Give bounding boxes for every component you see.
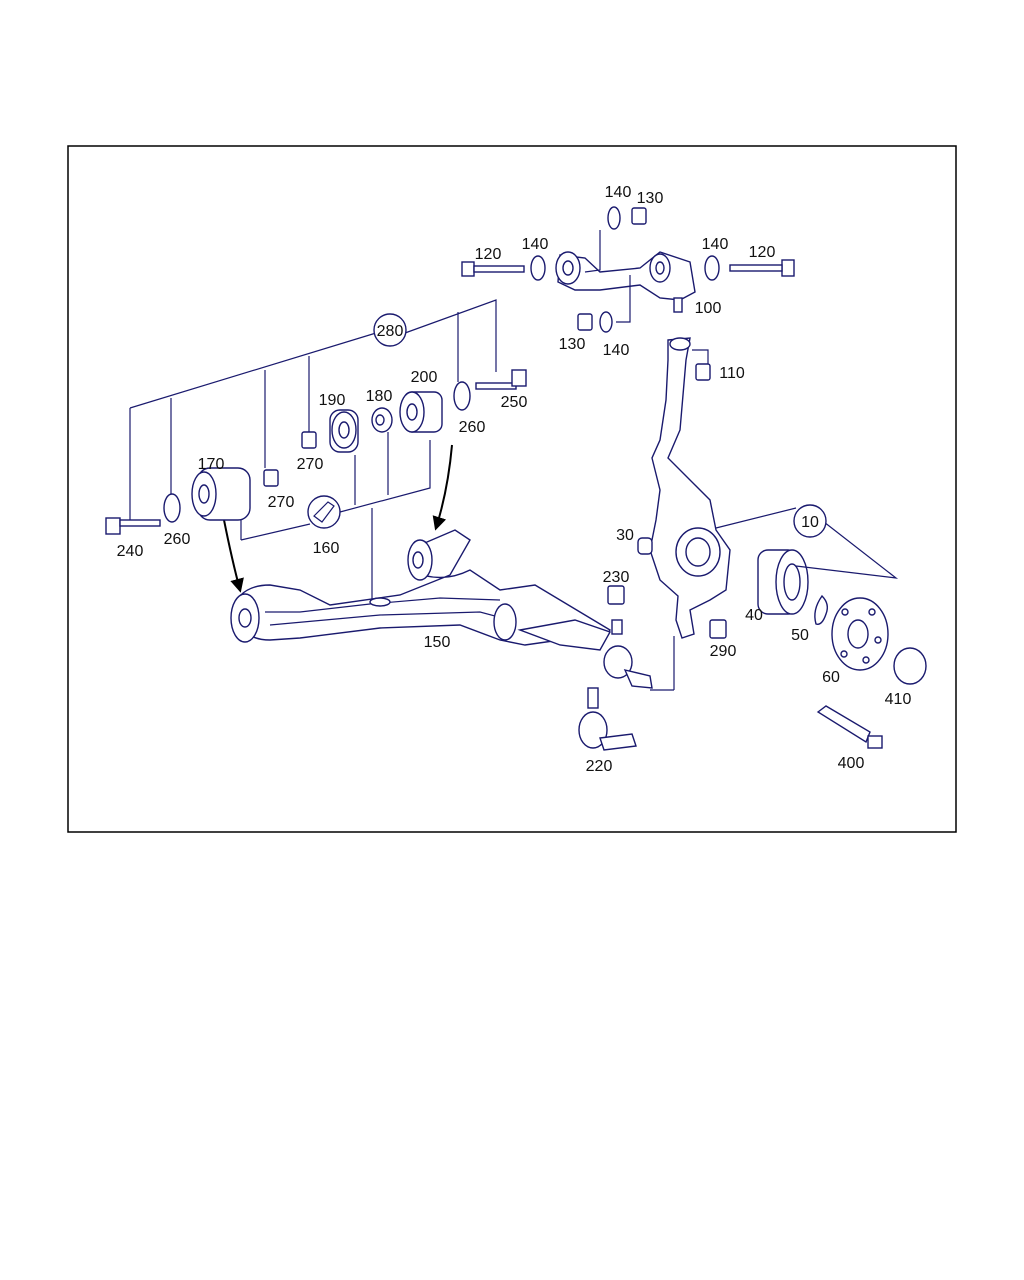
label-140-a: 140 <box>605 184 632 201</box>
washer-260-right <box>453 381 471 411</box>
kit-10-leaders <box>715 507 899 579</box>
bolt-120-right <box>729 259 795 277</box>
washer-260-left <box>163 493 181 523</box>
label-260-left: 260 <box>164 531 191 548</box>
label-140-d: 140 <box>603 342 630 359</box>
arrow-to-front-bushing <box>432 444 453 531</box>
label-240: 240 <box>117 543 144 560</box>
nut-290 <box>709 619 727 639</box>
wheel-hub-60 <box>831 597 889 671</box>
bolt-240 <box>105 517 161 535</box>
nut-270-left <box>263 469 279 487</box>
label-170: 170 <box>198 456 225 473</box>
nut-130-top <box>631 207 647 225</box>
label-140-b: 140 <box>522 236 549 253</box>
steering-knuckle <box>649 337 731 691</box>
label-270-upper: 270 <box>297 456 324 473</box>
nut-270-right <box>301 431 317 449</box>
label-180: 180 <box>366 388 393 405</box>
arrow-to-rear-bushing <box>223 519 244 593</box>
label-400: 400 <box>838 755 865 772</box>
label-130-a: 130 <box>637 190 664 207</box>
sleeve-180 <box>371 407 393 433</box>
bushing-170 <box>191 467 251 521</box>
bushing-200 <box>399 391 443 433</box>
label-250: 250 <box>501 394 528 411</box>
kit-280-leaders <box>129 299 497 520</box>
label-30: 30 <box>616 527 634 544</box>
label-220: 220 <box>586 758 613 775</box>
label-130-b: 130 <box>559 336 586 353</box>
label-150: 150 <box>424 634 451 651</box>
label-230: 230 <box>603 569 630 586</box>
nut-130-bottom <box>577 313 593 331</box>
callouts: 280 10 140 130 120 140 140 120 100 130 1… <box>117 184 912 775</box>
wrench-icon-160 <box>307 495 341 529</box>
label-290: 290 <box>710 643 737 660</box>
label-200: 200 <box>411 369 438 386</box>
bushing-190 <box>329 409 359 453</box>
bushing-30 <box>637 537 653 555</box>
washer-140-b <box>607 206 621 230</box>
label-10: 10 <box>801 514 819 531</box>
nut-230 <box>607 585 625 605</box>
label-120-a: 120 <box>475 246 502 263</box>
label-40: 40 <box>745 607 763 624</box>
label-60: 60 <box>822 669 840 686</box>
label-410: 410 <box>885 691 912 708</box>
label-100: 100 <box>695 300 722 317</box>
arm-ball-joint <box>603 619 653 689</box>
label-140-c: 140 <box>702 236 729 253</box>
kit-160-leaders <box>240 432 431 600</box>
label-160: 160 <box>313 540 340 557</box>
grease-tube-400 <box>816 705 883 749</box>
label-120-b: 120 <box>749 244 776 261</box>
label-270-lower: 270 <box>268 494 295 511</box>
washer-140-d <box>599 311 613 333</box>
diagram-frame <box>67 145 957 833</box>
ball-joint-220 <box>578 687 637 751</box>
nut-110 <box>695 363 711 381</box>
label-50: 50 <box>791 627 809 644</box>
bolt-250 <box>475 369 527 390</box>
dust-cap-410 <box>893 647 927 685</box>
label-280: 280 <box>377 323 404 340</box>
wheel-bearing-40 <box>757 549 809 615</box>
washer-140-a <box>530 255 546 281</box>
upper-control-arm <box>555 230 696 323</box>
snap-ring-50 <box>814 594 829 625</box>
label-110: 110 <box>719 365 745 382</box>
label-190: 190 <box>319 392 346 409</box>
lower-control-arm <box>230 529 612 651</box>
washer-140-c <box>704 255 720 281</box>
label-260-right: 260 <box>459 419 486 436</box>
bolt-120-left <box>461 261 525 277</box>
